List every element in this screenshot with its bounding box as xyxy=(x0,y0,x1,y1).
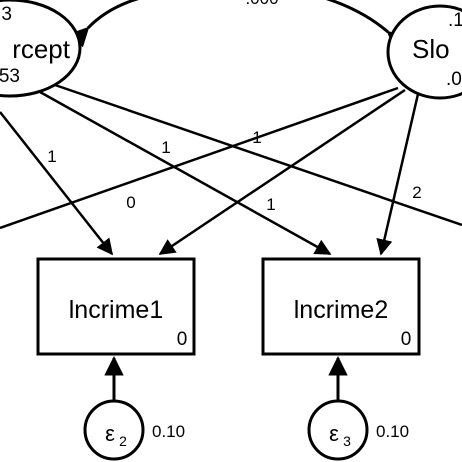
observed-lncrime1-label: lncrime1 xyxy=(69,296,163,324)
observed-lncrime2-intercept: 0 xyxy=(401,329,412,350)
coef-intercept-to-lncrime1: 1 xyxy=(47,147,56,166)
observed-lncrime2: lncrime2 0 xyxy=(261,257,421,356)
path-intercept-to-right-offscreen xyxy=(54,83,462,227)
latent-slope-node xyxy=(386,4,462,100)
error-e2-symbol: ε xyxy=(105,421,115,446)
coef-intercept-to-right-offscreen: 1 xyxy=(266,195,275,214)
latent-intercept-variance: .53 xyxy=(0,66,20,87)
path-slope-to-lncrime2 xyxy=(376,93,420,256)
error-e2-index: 2 xyxy=(119,433,127,449)
coef-slope-to-left-offscreen: 1 xyxy=(252,128,261,147)
observed-lncrime1: lncrime1 0 xyxy=(36,257,196,356)
observed-lncrime1-intercept: 0 xyxy=(177,329,188,350)
latent-intercept-label: rcept xyxy=(12,34,71,64)
path-intercept-to-lncrime1 xyxy=(0,111,114,256)
error-e3-symbol: ε xyxy=(329,421,339,446)
path-slope-to-lncrime1 xyxy=(158,88,406,256)
covariance-label: .000 xyxy=(245,0,278,8)
latent-intercept-node xyxy=(0,0,82,98)
error-e2-variance: 0.10 xyxy=(152,422,185,441)
covariance-arrow-left xyxy=(68,0,139,48)
coef-slope-to-lncrime1: 0 xyxy=(126,193,135,212)
path-slope-to-left-offscreen xyxy=(0,86,399,230)
coef-slope-to-lncrime2: 2 xyxy=(412,183,421,202)
covariance-arrow-right xyxy=(325,0,408,51)
latent-slope-mean: .1 xyxy=(448,10,462,31)
observed-lncrime2-label: lncrime2 xyxy=(294,296,388,324)
error-e3-index: 3 xyxy=(343,433,351,449)
error-e3-variance: 0.10 xyxy=(376,422,409,441)
coef-intercept-to-lncrime2: 1 xyxy=(161,138,170,157)
path-intercept-to-lncrime2 xyxy=(39,90,332,256)
error-e3: ε 3 0.10 xyxy=(307,399,409,461)
latent-slope-variance: .0 xyxy=(446,69,462,90)
latent-slope-label: Slo xyxy=(412,34,450,64)
error-e2: ε 2 0.10 xyxy=(83,399,185,461)
latent-intercept-mean: .3 xyxy=(0,4,12,25)
